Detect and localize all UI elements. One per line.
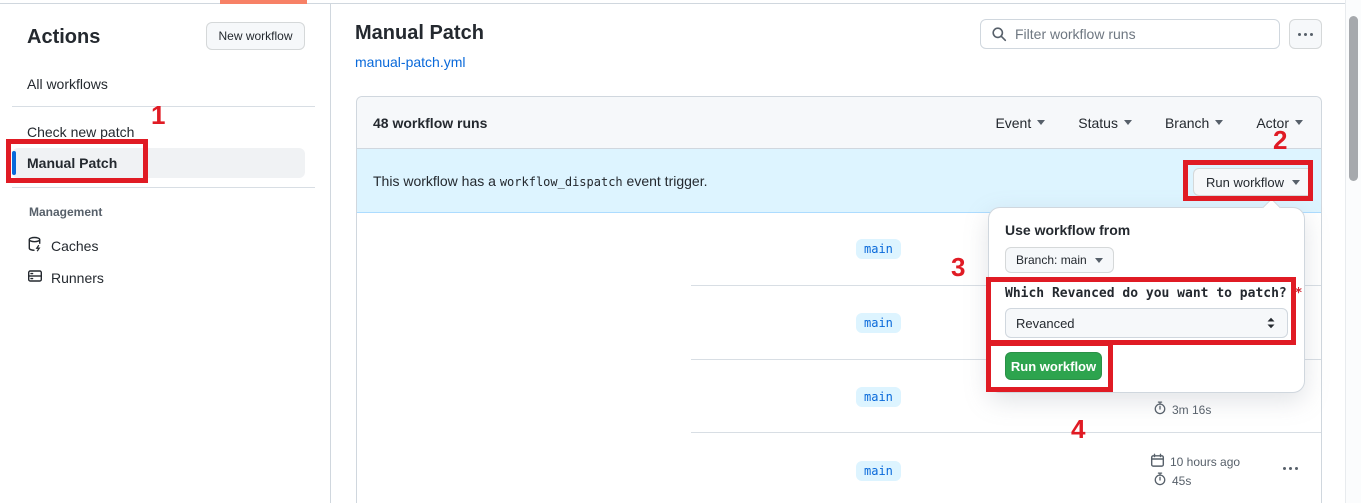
- sidebar-item-label: Check new patch: [27, 124, 135, 140]
- banner-text: This workflow has a workflow_dispatch ev…: [373, 172, 708, 189]
- new-workflow-button[interactable]: New workflow: [206, 22, 305, 50]
- revanced-select[interactable]: Revanced: [1005, 308, 1288, 338]
- sidebar-item-runners[interactable]: Runners: [27, 268, 104, 287]
- popup-run-workflow-button[interactable]: Run workflow: [1005, 352, 1102, 380]
- stopwatch-icon: [1153, 472, 1167, 489]
- filter-event[interactable]: Event: [995, 115, 1046, 131]
- sidebar-item-label: Caches: [51, 237, 99, 254]
- caret-down-icon: [1094, 257, 1103, 263]
- sidebar-item-manual-patch-label[interactable]: Manual Patch: [27, 155, 118, 171]
- sidebar-divider: [330, 4, 331, 503]
- branch-badge[interactable]: main: [856, 387, 901, 407]
- annotation-number-3: 3: [951, 252, 966, 282]
- sidebar-section-divider: [12, 187, 315, 188]
- sidebar-title: Actions: [27, 26, 101, 48]
- workflow-file-link[interactable]: manual-patch.yml: [355, 54, 466, 70]
- workflow-dispatch-banner: This workflow has a workflow_dispatch ev…: [357, 149, 1321, 213]
- cache-icon: [27, 236, 43, 255]
- select-value: Revanced: [1016, 315, 1075, 331]
- runs-count: 48 workflow runs: [373, 114, 488, 131]
- run-workflow-dropdown-button[interactable]: Run workflow: [1193, 168, 1314, 196]
- branch-badge[interactable]: main: [856, 461, 901, 481]
- caret-down-icon: [1037, 120, 1046, 125]
- run-duration: 3m 16s: [1153, 401, 1211, 418]
- workflow-input-label: Which Revanced do you want to patch? *: [1005, 286, 1303, 301]
- management-section-header: Management: [29, 205, 103, 219]
- caret-down-icon: [1295, 120, 1303, 125]
- kebab-icon: [1298, 32, 1313, 36]
- calendar-icon: [1150, 453, 1165, 471]
- actions-tab-indicator: [220, 0, 307, 4]
- sidebar-item-label: Runners: [51, 269, 104, 286]
- run-workflow-popup: Use workflow from Branch: main Which Rev…: [988, 198, 1305, 393]
- runners-icon: [27, 268, 43, 287]
- branch-select-button[interactable]: Branch: main: [1005, 247, 1114, 273]
- caret-down-icon: [1123, 120, 1132, 125]
- search-input[interactable]: [1015, 26, 1269, 42]
- sidebar-item-all-workflows[interactable]: All workflows: [27, 76, 108, 92]
- sidebar-item-caches[interactable]: Caches: [27, 236, 98, 255]
- runs-list-header: 48 workflow runs Event Status Branch Act…: [357, 97, 1321, 149]
- run-date: 10 hours ago: [1150, 453, 1240, 471]
- filter-status[interactable]: Status: [1078, 115, 1132, 131]
- caret-down-icon: [1292, 179, 1301, 185]
- branch-badge[interactable]: main: [856, 239, 901, 259]
- page-title: Manual Patch: [355, 22, 484, 44]
- sidebar-item-label: All workflows: [27, 76, 108, 92]
- filter-branch[interactable]: Branch: [1165, 115, 1224, 131]
- branch-badge[interactable]: main: [856, 313, 901, 333]
- selected-item-accent-bar: [12, 151, 16, 175]
- scrollbar-thumb[interactable]: [1349, 16, 1358, 181]
- annotation-number-1: 1: [151, 100, 166, 130]
- caret-down-icon: [1215, 120, 1224, 125]
- sidebar-item-check-new-patch[interactable]: Check new patch: [27, 124, 134, 140]
- popup-title: Use workflow from: [1005, 222, 1131, 238]
- page-scrollbar[interactable]: [1345, 0, 1361, 503]
- search-icon: [991, 26, 1007, 42]
- annotation-number-2: 2: [1273, 125, 1288, 155]
- sidebar-item-manual-patch[interactable]: [12, 148, 305, 178]
- row-divider: [691, 432, 1321, 433]
- run-duration: 45s: [1153, 472, 1191, 489]
- run-options-kebab-icon[interactable]: [1283, 467, 1298, 470]
- filter-workflow-runs-search[interactable]: [980, 19, 1280, 49]
- required-marker: *: [1294, 286, 1303, 301]
- sidebar-section-divider: [12, 106, 315, 107]
- page-top-border: [0, 0, 1361, 4]
- new-workflow-label: New workflow: [218, 29, 293, 43]
- banner-code: workflow_dispatch: [499, 174, 623, 189]
- select-updown-icon: [1265, 316, 1277, 330]
- runs-filters: Event Status Branch Actor: [995, 115, 1303, 131]
- workflow-more-options-button[interactable]: [1289, 19, 1322, 49]
- stopwatch-icon: [1153, 401, 1167, 418]
- filter-actor[interactable]: Actor: [1256, 115, 1303, 131]
- annotation-number-4: 4: [1071, 414, 1086, 444]
